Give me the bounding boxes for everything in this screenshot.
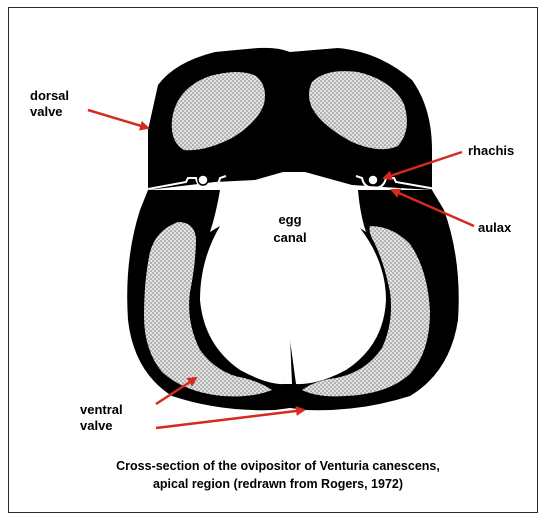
ventral-valve-arrow-2 xyxy=(156,410,304,428)
dorsal-valve-label-line2: valve xyxy=(30,104,63,119)
caption-line1: Cross-section of the ovipositor of Ventu… xyxy=(116,459,440,473)
caption-line2: apical region (redrawn from Rogers, 1972… xyxy=(153,477,403,491)
ventral-central-ridge xyxy=(284,333,292,384)
dorsal-valve-label-line1: dorsal xyxy=(30,88,69,103)
ventral-valve-label-line1: ventral xyxy=(80,402,123,417)
ventral-right-lobe xyxy=(302,226,430,396)
aulax-label: aulax xyxy=(478,220,512,235)
egg-canal-label-line2: canal xyxy=(273,230,306,245)
egg-canal-label-line1: egg xyxy=(278,212,301,227)
ventral-valve-label-line2: valve xyxy=(80,418,113,433)
rhachis-label: rhachis xyxy=(468,143,514,158)
rhachis-left xyxy=(198,175,208,185)
dorsal-valve-arrow xyxy=(88,110,148,128)
rhachis-right xyxy=(368,175,378,185)
